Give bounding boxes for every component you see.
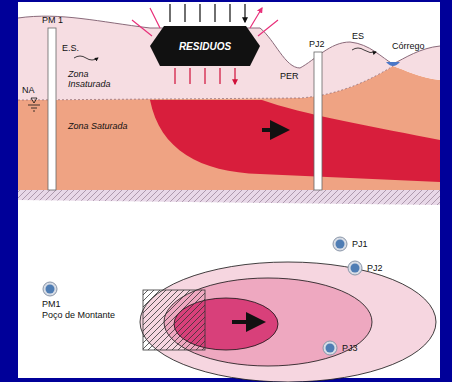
section-label: ES: [352, 32, 364, 42]
upstream-well: PM1Poço de Montante: [42, 281, 115, 321]
runoff-arrows-part: [74, 56, 98, 60]
section-label: PER: [280, 72, 299, 82]
plume-plan-view-part: [143, 290, 205, 350]
well-symbol: [42, 281, 58, 297]
section-label: Córrego: [392, 42, 425, 52]
cross-section-part: [18, 66, 393, 100]
section-label: PJ2: [309, 40, 325, 50]
runoff-arrows-part: [352, 48, 376, 53]
well-symbol: [322, 340, 338, 356]
water-table-symbol-part: [31, 98, 37, 103]
rain-arrows-part: [170, 4, 245, 22]
well-ring: [333, 237, 347, 251]
section-label: NA: [22, 86, 35, 96]
waste-shape-fill: [150, 26, 260, 66]
section-label: E.S.: [62, 44, 79, 54]
monitoring-well: PJ2: [347, 260, 383, 276]
cross-section: [18, 16, 440, 205]
well-core: [336, 240, 345, 249]
water-table-symbol: [28, 98, 40, 111]
plume-plan-view: [140, 262, 436, 382]
well-symbol: [347, 260, 363, 276]
cross-section-part: [18, 16, 440, 68]
well-label: PJ3: [342, 343, 358, 354]
well-ring: [348, 261, 362, 275]
water-table-symbol-part: [28, 105, 40, 111]
monitoring-wells-part: [48, 28, 56, 190]
cross-section-part: [150, 100, 440, 182]
well-core: [351, 264, 360, 273]
cross-section-part: [386, 62, 400, 66]
well-core: [46, 285, 55, 294]
monitoring-well: PJ3: [322, 340, 358, 356]
leachate-arrows: [175, 68, 235, 84]
leachate-arrows-part: [175, 68, 235, 84]
well-ring: [43, 282, 57, 296]
waste-label: RESIDUOS: [179, 41, 231, 52]
monitoring-wells-part: [314, 52, 322, 190]
well-ring: [323, 341, 337, 355]
section-label: Zona Insaturada: [68, 70, 128, 90]
well-label: PM1: [42, 299, 115, 310]
section-label: PM 1: [42, 16, 63, 26]
waste-pile: RESIDUOS: [150, 26, 260, 66]
cross-section-part: [18, 188, 440, 205]
well-core: [326, 344, 335, 353]
flow-arrow: [262, 130, 286, 131]
well-label: PJ1: [352, 239, 368, 250]
rain-arrows: [170, 4, 245, 22]
cross-section-part: [18, 16, 440, 100]
well-label: Poço de Montante: [42, 310, 115, 321]
section-label: Zona Saturada: [68, 122, 128, 132]
plume-plan-view-part: [140, 262, 436, 382]
well-label: PJ2: [367, 263, 383, 274]
well-symbol: [332, 236, 348, 252]
monitoring-well: PJ1: [332, 236, 368, 252]
flow-arrow-part: [262, 128, 286, 132]
plume-plan-view-part: [232, 320, 262, 324]
